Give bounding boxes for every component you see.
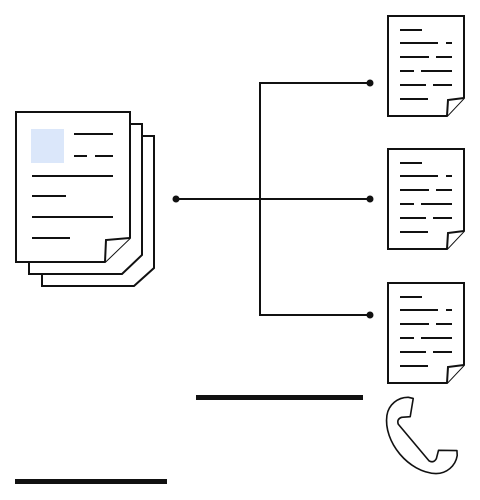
stack-page-text-lines: [32, 133, 113, 239]
connector-dots: [172, 79, 374, 319]
document-icon: [387, 148, 465, 250]
stack-page-photo: [31, 129, 64, 163]
document-stack-icon: [15, 111, 155, 287]
phone-handset-icon: [385, 396, 459, 475]
stack-page-fold: [104, 237, 131, 263]
divider-bar: [15, 479, 167, 484]
branch-connector: [176, 82, 370, 316]
document-icon: [387, 282, 465, 384]
document-icon: [387, 15, 465, 117]
divider-bar: [196, 395, 363, 400]
